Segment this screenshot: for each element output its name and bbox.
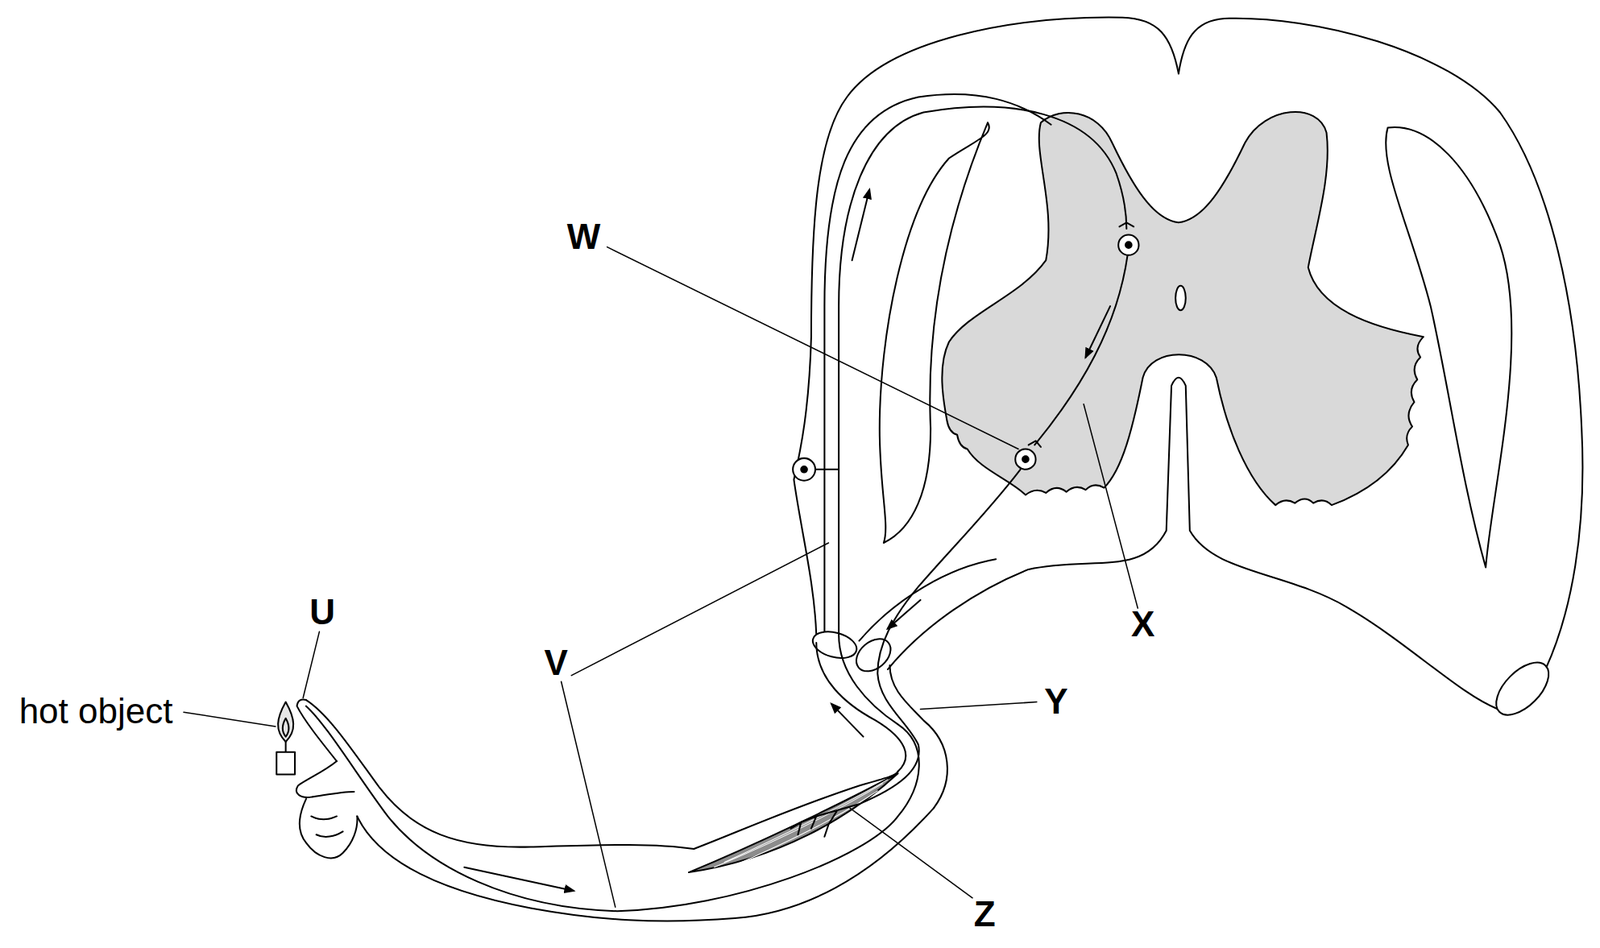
candle-body — [276, 752, 295, 776]
part-letter: U — [309, 594, 336, 631]
candle-flame-core — [282, 718, 290, 738]
motor-neurone — [858, 469, 1020, 805]
part-letter: W — [567, 219, 602, 255]
hand-outline — [299, 799, 358, 859]
grey-matter — [941, 111, 1424, 506]
motor-cell-body — [1015, 448, 1036, 469]
hand-outline — [297, 700, 337, 763]
synapse-ending — [1028, 440, 1041, 448]
impulse-arrow — [887, 600, 921, 629]
muscle — [688, 773, 899, 873]
candle-wick — [285, 741, 287, 753]
central-canal — [1175, 286, 1186, 311]
leader-line — [183, 712, 276, 727]
candle-flame — [277, 702, 294, 742]
hand-outline — [310, 816, 343, 837]
relay-neurone — [1034, 255, 1128, 446]
drawing — [183, 17, 1583, 922]
leader-line — [571, 543, 829, 676]
part-letter: V — [544, 645, 568, 681]
relay-cell-body — [1118, 234, 1139, 255]
impulse-arrow — [464, 867, 574, 892]
leader-line — [920, 702, 1037, 710]
sensory-cell-body — [792, 458, 816, 481]
leader-line — [561, 681, 616, 908]
muscle-fibres — [714, 779, 888, 868]
part-letter: Y — [1044, 683, 1068, 720]
cut-spinal-nerve — [1487, 653, 1559, 725]
nerve-outline — [816, 642, 906, 772]
leader-line — [1083, 404, 1138, 609]
impulse-arrow — [852, 190, 871, 261]
nucleus — [1125, 241, 1132, 249]
sensory-neurone — [306, 107, 1127, 912]
ventral-root-wall — [887, 569, 1029, 670]
dorsal-root-wall — [824, 94, 1051, 635]
leader-line — [607, 247, 1019, 450]
nucleus — [1022, 455, 1029, 463]
nucleus — [800, 466, 808, 473]
motor-end-plates — [791, 804, 860, 838]
impulse-arrows — [464, 190, 1111, 892]
impulse-arrow — [1086, 306, 1111, 357]
hand-outline — [296, 761, 355, 798]
cell-body-stalk — [815, 468, 839, 471]
stimulus-label: hot object — [19, 693, 174, 730]
leader-line — [849, 808, 973, 898]
part-letter: Z — [974, 896, 996, 933]
leader-line — [302, 631, 320, 698]
impulse-arrow — [831, 704, 863, 738]
synapse-ending — [1119, 222, 1134, 227]
nerve-outline — [889, 665, 947, 809]
leader-lines — [183, 247, 1138, 908]
part-letter: X — [1131, 606, 1155, 643]
